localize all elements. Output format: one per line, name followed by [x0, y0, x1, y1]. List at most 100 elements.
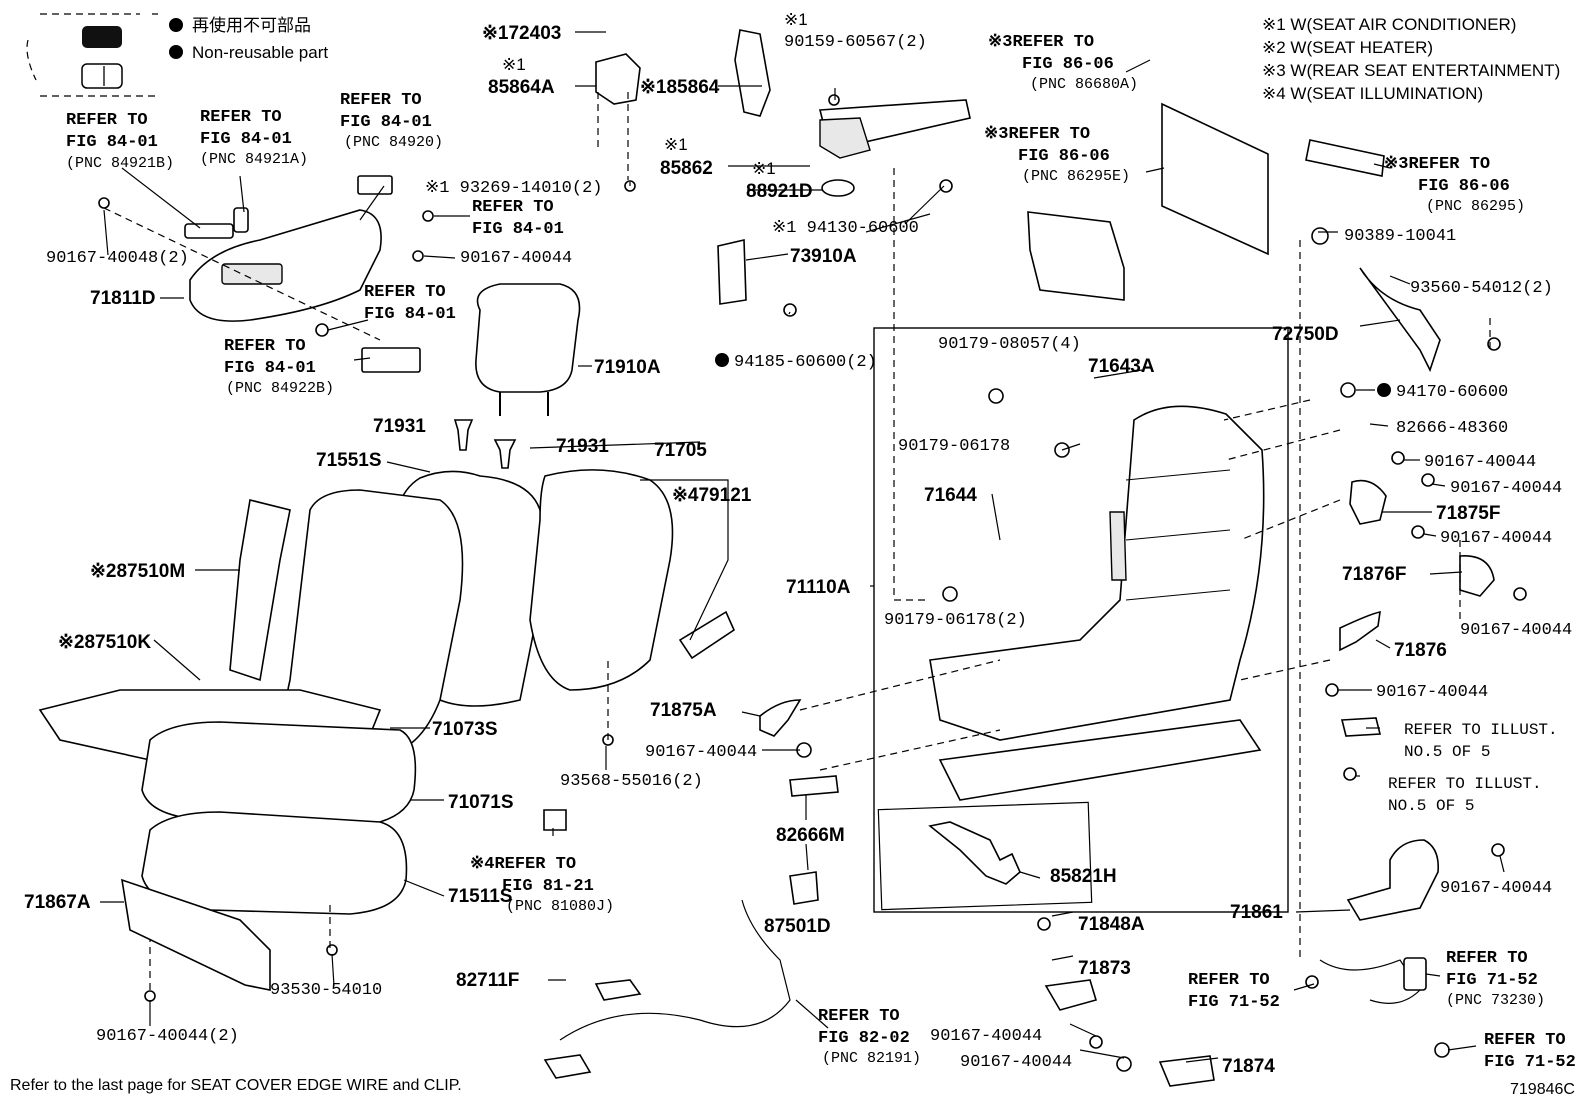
- ecu-drawing: [1027, 211, 1125, 301]
- ref-86295: ※3REFER TO FIG 86-06 (PNC 86295): [1384, 155, 1525, 215]
- note-3: ※3 W(REAR SEAT ENTERTAINMENT): [1262, 61, 1560, 80]
- svg-text:REFER TO: REFER TO: [224, 337, 306, 356]
- label-90167-i: 90167-40044: [1376, 683, 1488, 702]
- label-85864a-mark: ※1: [502, 55, 526, 74]
- label-90167-j: 90167-40044: [1440, 879, 1552, 898]
- label-71874: 71874: [1222, 1056, 1275, 1077]
- label-90179-06178: 90179-06178: [898, 437, 1010, 456]
- label-71811d: 71811D: [90, 288, 156, 309]
- label-90167-2: 90167-40044(2): [96, 1027, 239, 1046]
- ref-84922b: REFER TO FIG 84-01 (PNC 84922B): [224, 337, 334, 397]
- nut-drawing: [1311, 227, 1329, 245]
- headrest-guide-drawing: [493, 439, 517, 469]
- svg-text:FIG 86-06: FIG 86-06: [1022, 55, 1114, 74]
- svg-text:※3REFER TO: ※3REFER TO: [988, 33, 1094, 52]
- svg-text:FIG 84-01: FIG 84-01: [364, 305, 456, 324]
- svg-text:※3REFER TO: ※3REFER TO: [1384, 155, 1490, 174]
- label-90167-48: 90167-40048(2): [46, 249, 189, 268]
- cushion-shield-drawing: [121, 878, 271, 991]
- bolt-drawing: [1411, 525, 1425, 539]
- label-90167-h: 90167-40044: [1460, 621, 1572, 640]
- label-90179-06178-2: 90179-06178(2): [884, 611, 1027, 630]
- label-71110a: 71110A: [786, 577, 851, 598]
- ref-86295e: ※3REFER TO FIG 86-06 (PNC 86295E): [984, 125, 1130, 185]
- ref-73230: REFER TO FIG 71-52 (PNC 73230): [1446, 949, 1545, 1009]
- rear-cover-drawing: [1346, 839, 1440, 921]
- bracket-drawing: [1158, 1055, 1215, 1087]
- label-82666m: 82666M: [776, 825, 845, 846]
- svg-text:FIG 84-01: FIG 84-01: [200, 130, 292, 149]
- svg-text:FIG 71-52: FIG 71-52: [1484, 1053, 1576, 1072]
- label-71931-b: 71931: [556, 436, 609, 457]
- svg-text:(PNC 86295E): (PNC 86295E): [1022, 168, 1130, 185]
- svg-text:(PNC 84921A): (PNC 84921A): [200, 151, 308, 168]
- bolt-drawing: [828, 94, 840, 106]
- label-90159-mark: ※1: [784, 10, 808, 29]
- svg-text:(PNC 84920): (PNC 84920): [344, 134, 443, 151]
- ref-86680a: ※3REFER TO FIG 86-06 (PNC 86680A): [988, 33, 1138, 93]
- label-85821h: 85821H: [1050, 866, 1117, 887]
- nonreusable-dot-icon: [1377, 383, 1391, 397]
- legend-jp-text: 再使用不可部品: [192, 15, 311, 35]
- lamp-drawing: [678, 610, 736, 660]
- bolt-drawing: [1421, 473, 1435, 487]
- note-2: ※2 W(SEAT HEATER): [1262, 38, 1433, 57]
- svg-text:FIG 84-01: FIG 84-01: [472, 220, 564, 239]
- blower-drawing: [734, 29, 771, 117]
- svg-text:REFER TO: REFER TO: [1188, 971, 1270, 990]
- svg-text:REFER TO: REFER TO: [340, 91, 422, 110]
- label-93530: 93530-54010: [270, 981, 382, 1000]
- ref-81080j: ※4REFER TO FIG 81-21 (PNC 81080J): [470, 855, 614, 915]
- nut-drawing: [783, 303, 797, 317]
- side-shield-drawing: [189, 209, 382, 322]
- figure-id: 719846C: [1510, 1081, 1575, 1098]
- label-73910a: 73910A: [790, 246, 857, 267]
- label-88921d-mark: ※1: [752, 159, 776, 178]
- bolt-drawing: [144, 990, 156, 1002]
- nut-drawing: [939, 179, 953, 193]
- ref-84921b: REFER TO FIG 84-01 (PNC 84921B): [66, 111, 174, 172]
- label-90167-f: 90167-40044: [1450, 479, 1562, 498]
- label-88921d: 88921D: [746, 181, 813, 202]
- bolt-drawing: [1325, 683, 1339, 697]
- cushion-pad-drawing: [141, 811, 408, 915]
- label-71848a: 71848A: [1078, 914, 1145, 935]
- svg-text:REFER TO: REFER TO: [364, 283, 446, 302]
- note-1: ※1 W(SEAT AIR CONDITIONER): [1262, 15, 1516, 34]
- label-72750d: 72750D: [1272, 324, 1339, 345]
- svg-text:NO.5 OF 5: NO.5 OF 5: [1404, 743, 1490, 761]
- svg-text:FIG 81-21: FIG 81-21: [502, 877, 594, 896]
- label-90167-g: 90167-40044: [1440, 529, 1552, 548]
- label-71551s: 71551S: [316, 450, 382, 471]
- label-85862-mark: ※1: [664, 135, 688, 154]
- bolt-drawing: [1391, 451, 1405, 465]
- bolt-drawing: [1491, 843, 1505, 857]
- legend-dot-icon: [169, 45, 183, 59]
- label-71705: 71705: [654, 440, 707, 461]
- ref-71-52-a: REFER TO FIG 71-52: [1188, 971, 1280, 1012]
- label-94185: 94185-60600(2): [734, 353, 877, 372]
- seat-frame-drawing: [929, 405, 1265, 741]
- hinge-cover-drawing: [1349, 479, 1387, 525]
- legend-outline-icon: [81, 63, 123, 89]
- label-90167-d: 90167-40044: [960, 1053, 1072, 1072]
- label-90167-b: 90167-40044: [460, 249, 572, 268]
- svg-text:FIG 71-52: FIG 71-52: [1446, 971, 1538, 990]
- legend: 再使用不可部品 Non-reusable part: [26, 13, 328, 97]
- motor-subgroup-box: [877, 801, 1093, 911]
- svg-text:REFER TO: REFER TO: [818, 1007, 900, 1026]
- ref-82191: REFER TO FIG 82-02 (PNC 82191): [818, 1007, 921, 1067]
- label-93568: 93568-55016(2): [560, 772, 703, 791]
- label-71910a: 71910A: [594, 357, 661, 378]
- label-87510m: ※287510M: [90, 561, 185, 582]
- svg-text:REFER TO ILLUST.: REFER TO ILLUST.: [1404, 721, 1558, 739]
- label-90179-08057: 90179-08057(4): [938, 335, 1081, 354]
- hinge-cover-drawing: [1459, 555, 1495, 597]
- svg-text:(PNC 84922B): (PNC 84922B): [226, 380, 334, 397]
- svg-text:※3REFER TO: ※3REFER TO: [984, 125, 1090, 144]
- bolt-drawing: [326, 944, 338, 956]
- label-72403: ※172403: [482, 23, 561, 44]
- label-87510k: ※287510K: [58, 632, 151, 653]
- label-71073s: 71073S: [432, 719, 498, 740]
- label-90389: 90389-10041: [1344, 227, 1456, 246]
